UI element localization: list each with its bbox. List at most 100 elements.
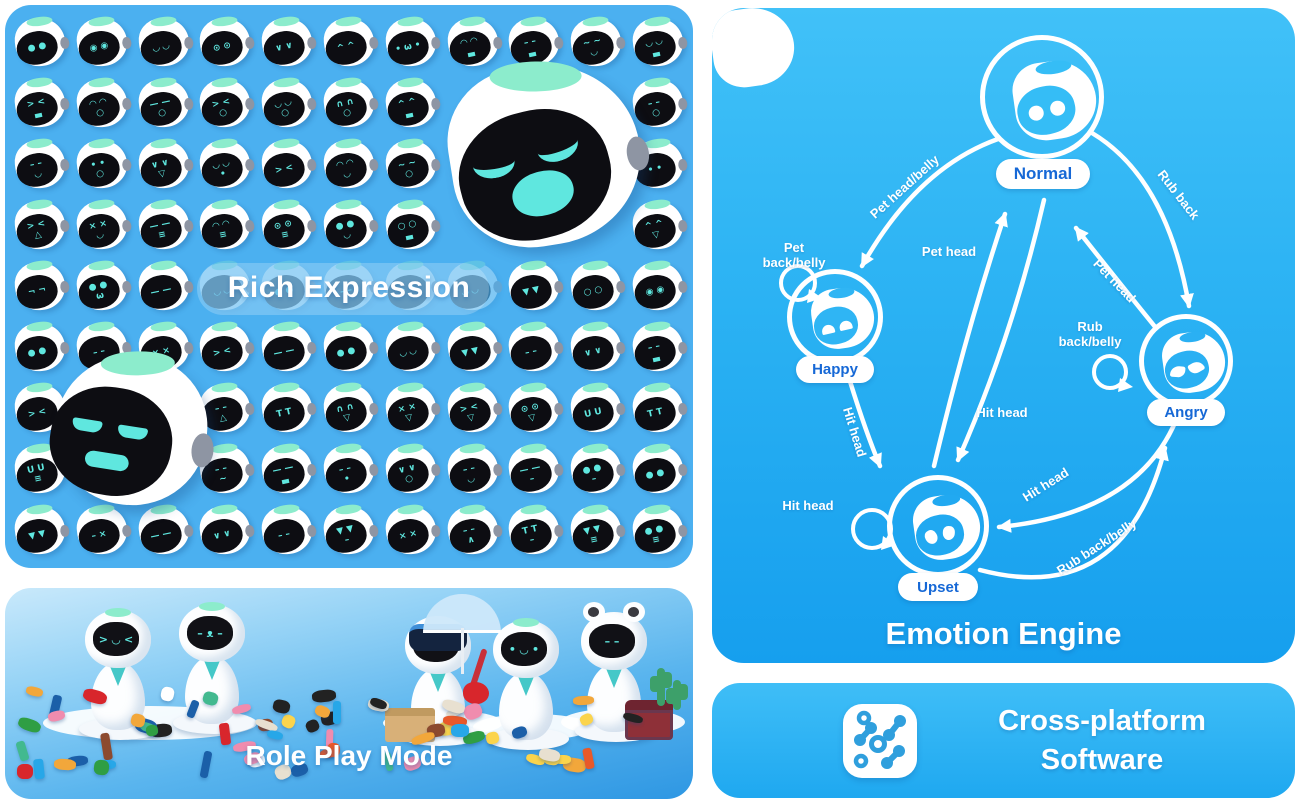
panda-ear-icon	[623, 602, 645, 622]
angry-eye-icon	[1169, 365, 1186, 378]
expression-face: ◠ ◠ ◡	[321, 136, 377, 192]
expression-face: ~ ~ ○	[383, 136, 439, 192]
eye-icon	[1048, 98, 1067, 117]
expression-face: ◠ ◠ ≡	[197, 197, 254, 253]
robot-face-screen	[42, 378, 180, 505]
flat-mouth-icon	[83, 449, 130, 473]
expression-face: ● ● –	[568, 441, 625, 497]
big-laughing-robot-head	[437, 51, 653, 259]
expression-face: ◡ ◡	[135, 14, 192, 70]
expression-face: ∨ ∨	[568, 319, 625, 375]
expression-face: ∨ ∨ ▽	[135, 136, 192, 192]
robot-glyph	[909, 490, 985, 564]
expression-face: ◠ ◠ ▃	[444, 14, 501, 70]
arrow-angry-to-normal	[1073, 225, 1159, 331]
expression-face: × × ▽	[383, 380, 439, 436]
toy-item	[451, 724, 469, 737]
expression-face: — — ≡	[135, 197, 192, 253]
expression-face: – – ∧	[444, 502, 501, 558]
cross-platform-line2: Software	[1040, 743, 1164, 776]
expression-face: T T	[259, 380, 315, 436]
robot-eyes: • ◡ •	[508, 642, 540, 656]
expression-face: T T –	[506, 502, 563, 558]
node-label-upset: Upset	[898, 573, 978, 601]
sad-eye-icon	[942, 525, 956, 541]
label-pet-head-up: Pet head	[921, 244, 977, 259]
expression-face: > <	[259, 136, 315, 192]
expression-face: ◠ ◠ ○	[73, 75, 130, 131]
expression-face: ∨ ∨	[259, 14, 315, 70]
expression-face: T T	[630, 380, 686, 436]
angry-self-loop	[1092, 354, 1128, 390]
umbrella-icon	[423, 594, 501, 674]
node-label-happy: Happy	[796, 356, 874, 383]
eye-icon	[1026, 103, 1045, 122]
toy-item	[304, 717, 321, 735]
half-lid-eye-icon	[71, 417, 103, 434]
big-serious-robot-head	[42, 348, 215, 513]
toy-item	[159, 685, 176, 703]
expression-face: ^ ^ ▃	[383, 75, 439, 131]
loop-arrowhead	[1118, 378, 1133, 392]
expression-face: ● ●	[321, 319, 377, 375]
expression-face: ▼ ▼ ≡	[568, 502, 625, 558]
happy-eye-icon	[820, 323, 836, 336]
arrow-upset-to-angry	[977, 445, 1169, 580]
expression-face: ◡ ◡	[383, 319, 439, 375]
expression-face: – – ◡	[12, 136, 68, 192]
robot-glyph	[1159, 327, 1229, 397]
robot-eyes: – –	[604, 634, 620, 648]
half-lid-eye-icon	[116, 424, 149, 441]
expression-face: ◡ ◡ ▃	[630, 14, 686, 70]
expression-face: — —	[259, 319, 315, 375]
expression-face: ▼ ▼ –	[321, 502, 377, 558]
label-rub-back-belly-loop: Rub back/belly	[1058, 319, 1122, 349]
rich-expression-panel: ● ●◉ ◉◡ ◡⊙ ⊙∨ ∨^ ^• ω •◠ ◠ ▃– – ▃~ ~ ◡◡ …	[5, 5, 693, 568]
angry-eye-icon	[1186, 358, 1206, 376]
robot-face-screen	[445, 93, 625, 257]
expression-face: – –	[259, 502, 315, 558]
cactus-icon	[666, 680, 688, 710]
expression-face: ~ ~ ◡	[568, 14, 625, 70]
label-hit-head-loop: Hit head	[782, 498, 834, 513]
expression-face: ^ ^	[321, 14, 377, 70]
arrow-normal-to-happy	[859, 136, 1001, 269]
arrow-upset-to-normal	[931, 211, 1008, 469]
sad-eye-icon	[922, 528, 940, 547]
expression-face: ◡ ◡ ○	[259, 75, 315, 131]
molecule-network-icon	[843, 704, 917, 778]
robot-middle: • ◡ •	[487, 618, 569, 752]
label-pet-back-belly: Pet back/belly	[762, 240, 826, 270]
toy-item	[16, 715, 43, 735]
expression-face: ● ● ◡	[321, 197, 377, 253]
toy-item	[271, 698, 292, 715]
robot-eyes: – ᴥ –	[197, 626, 223, 640]
rich-expression-title: Rich Expression	[227, 271, 471, 304]
cactus-icon	[650, 668, 672, 706]
expression-face: – –	[506, 319, 563, 375]
toy-item	[25, 685, 44, 698]
robot-left-2: – ᴥ –	[173, 602, 255, 736]
happy-eye-icon	[837, 319, 853, 332]
emotion-engine-title: Emotion Engine	[885, 616, 1122, 651]
cross-platform-panel: Cross-platform Software	[712, 683, 1295, 798]
panda-ear-icon	[583, 602, 605, 622]
expression-face: • ω •	[383, 14, 439, 70]
expression-face: ● ●	[12, 14, 68, 70]
open-mouth-icon	[507, 164, 579, 223]
expression-face: ● ●	[630, 441, 686, 497]
expression-face: ∩ ∩ ○	[321, 75, 377, 131]
cross-platform-line1: Cross-platform	[998, 705, 1206, 738]
role-play-panel: > ◡ < – ᴥ – • ◡ • – – Role Play Mode	[5, 588, 693, 799]
toy-item	[279, 712, 298, 731]
expression-face: × ×	[383, 502, 439, 558]
expression-face: ∨ ∨ ○	[383, 441, 439, 497]
robot-eyes: > ◡ <	[98, 632, 134, 646]
robot-left-1: > ◡ <	[79, 608, 161, 742]
expression-face: ◡ ◡ •	[197, 136, 254, 192]
expression-face: ⊙ ⊙ ▽	[506, 380, 563, 436]
expression-face: ▼ ▼	[444, 319, 501, 375]
toy-item	[554, 755, 571, 764]
expression-face: > < ▽	[444, 380, 501, 436]
expression-face: U U	[568, 380, 625, 436]
